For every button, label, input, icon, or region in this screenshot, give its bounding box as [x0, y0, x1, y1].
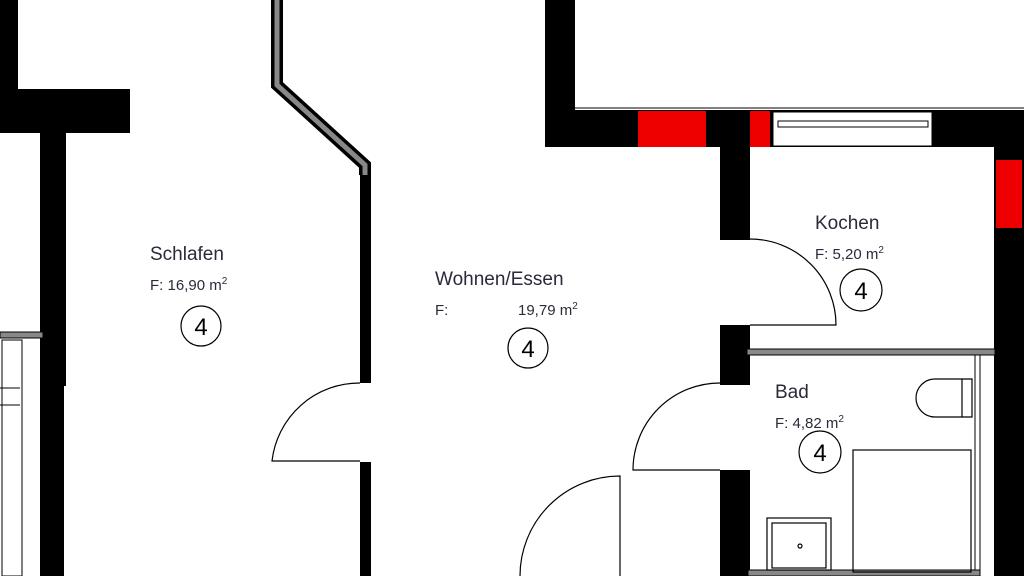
door-bad — [632, 382, 721, 471]
room-name: Bad — [775, 382, 809, 403]
room-marker: 4 — [521, 336, 534, 363]
red-segment — [638, 111, 706, 147]
room-name: Kochen — [815, 213, 879, 234]
doors — [271, 238, 837, 576]
shower-tray — [852, 449, 972, 573]
red-segment — [996, 160, 1022, 228]
door-kochen — [749, 238, 837, 326]
room-marker: 4 — [854, 278, 867, 305]
wall — [0, 89, 130, 133]
room-schlafen: Schlafen F: 16,90 m2 4 — [150, 244, 228, 347]
room-area-prefix: F: — [435, 302, 448, 319]
wall — [360, 462, 371, 576]
sanitary-fixtures — [766, 378, 973, 573]
washbasin — [766, 517, 832, 571]
bay-window-wall — [271, 0, 371, 175]
door-entrance — [519, 475, 621, 576]
wall — [40, 386, 64, 576]
room-area: F: 16,90 m2 — [150, 276, 228, 294]
wall — [360, 172, 371, 383]
wall — [720, 147, 750, 240]
room-area: F: 5,20 m2 — [815, 245, 884, 263]
door-schlafen — [271, 382, 361, 462]
room-bad: Bad F: 4,82 m2 4 — [775, 382, 844, 474]
wall — [720, 470, 750, 576]
room-wohnen-essen: Wohnen/Essen F: 19,79 m2 4 — [435, 269, 578, 369]
wall — [40, 133, 66, 386]
room-marker: 4 — [813, 440, 826, 467]
room-name: Wohnen/Essen — [435, 269, 564, 290]
window — [772, 111, 933, 147]
wall — [720, 325, 750, 385]
wall — [0, 0, 18, 100]
room-kochen: Kochen F: 5,20 m2 4 — [815, 213, 884, 312]
toilet — [915, 378, 973, 418]
room-marker: 4 — [194, 314, 207, 341]
partitions — [0, 331, 996, 576]
red-segment — [750, 111, 770, 147]
room-area: 19,79 m2 — [518, 301, 578, 319]
room-name: Schlafen — [150, 244, 224, 265]
highlighted-wall-segments — [638, 111, 1022, 228]
room-area: F: 4,82 m2 — [775, 414, 844, 432]
